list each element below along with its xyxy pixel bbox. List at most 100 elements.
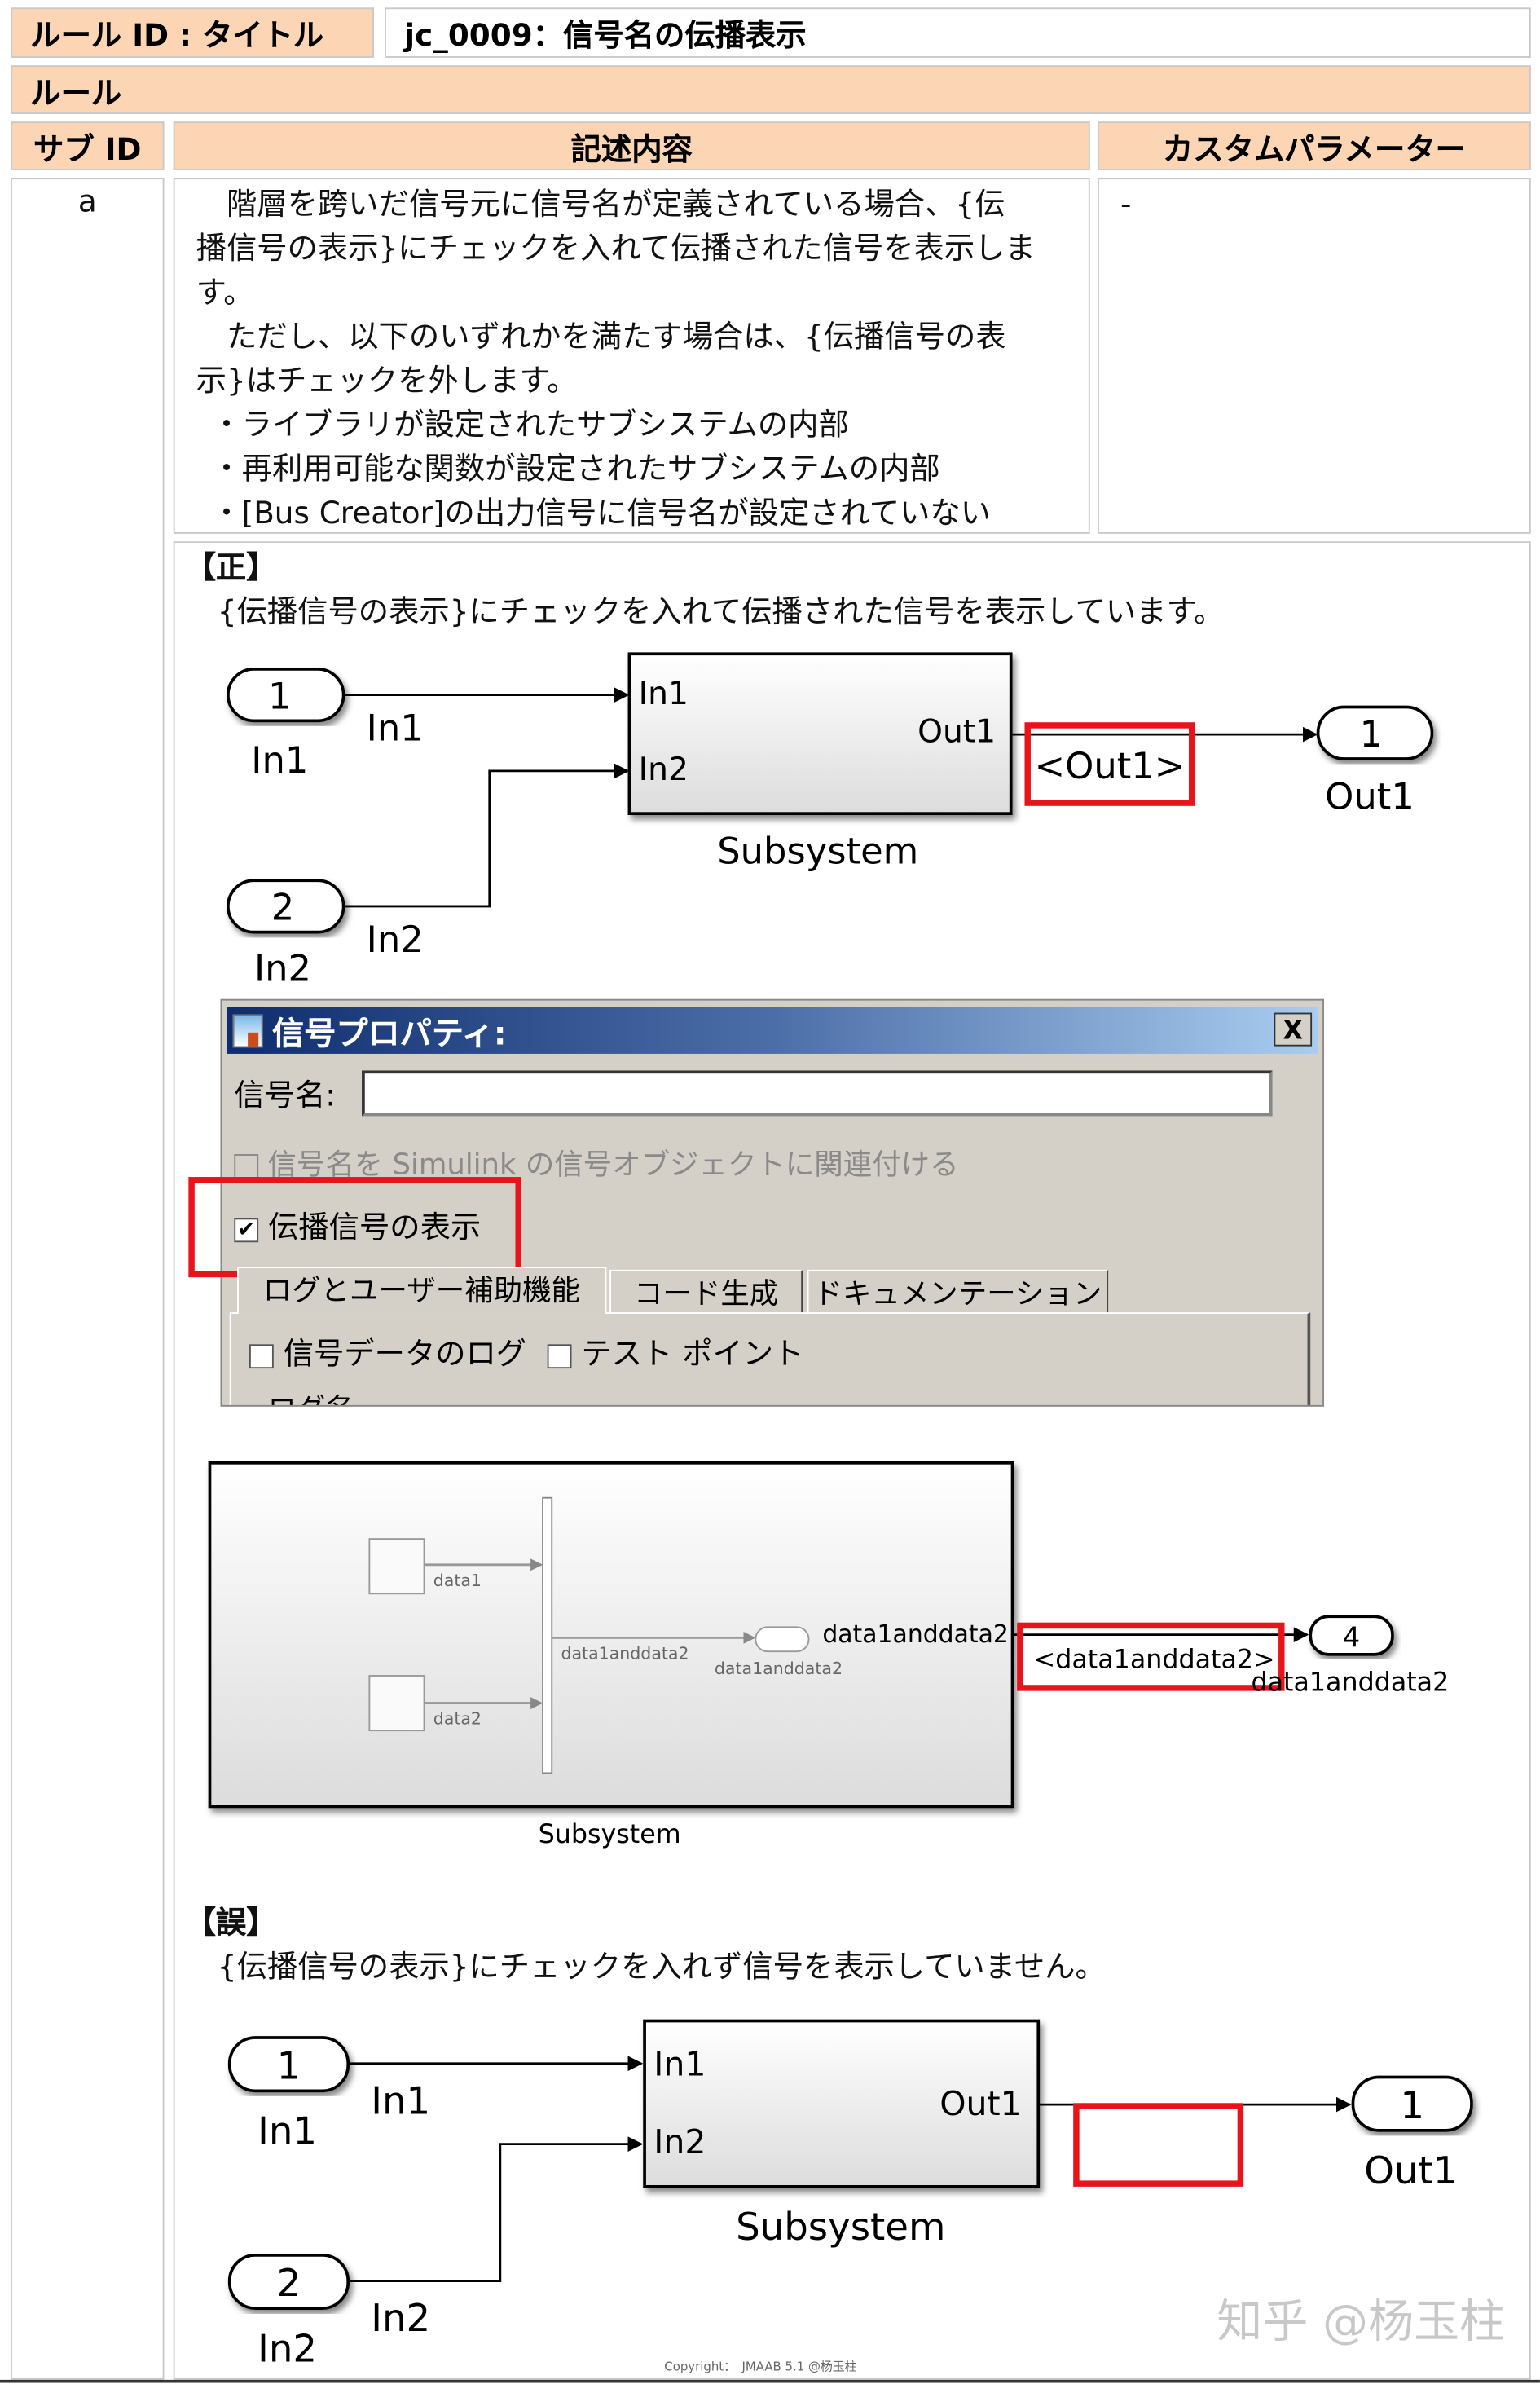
block-port-in2: In2: [639, 751, 689, 788]
description-line: 階層を跨いだ信号元に信号名が定義されている場合、{伝: [196, 185, 1005, 223]
subsystem-name: Subsystem: [717, 830, 918, 873]
resolve-checkbox-label: 信号名を Simulink の信号オブジェクトに関連付ける: [267, 1148, 959, 1182]
inner-outport[interactable]: [755, 1626, 810, 1653]
source-block-data2[interactable]: [368, 1675, 425, 1732]
wrong-model-diagram: 1 In1 In1 2 In2 In2 In1 In2 Out1 Subsyst…: [227, 2019, 1473, 2370]
dialog-title: 信号プロパティ:: [271, 1016, 507, 1053]
bus-signal-label: data1anddata2: [561, 1643, 689, 1663]
signal-label-in1: In1: [367, 707, 424, 750]
log-signal-data-checkbox[interactable]: 信号データのログ: [249, 1329, 526, 1373]
block-port-out1: Out1: [917, 713, 996, 750]
tab-panel: 信号データのログ テスト ポイント ログ名: [229, 1312, 1311, 1405]
signal-label-data1: data1: [433, 1571, 482, 1590]
log-checkbox-label: 信号データのログ: [283, 1335, 527, 1372]
checkmark-icon[interactable]: ✔: [234, 1217, 259, 1242]
bus-creator-block[interactable]: [542, 1496, 553, 1774]
close-button[interactable]: X: [1274, 1012, 1313, 1047]
block-port-in2: In2: [653, 2122, 706, 2161]
signal-label-in1: In1: [371, 2078, 430, 2122]
highlight-box: [1017, 1622, 1285, 1691]
outport-1-name: Out1: [1325, 775, 1415, 818]
description-line: ただし、以下のいずれかを満たす場合は、{伝播信号の表: [196, 317, 1006, 355]
bus-subsystem-diagram: data1 data2 data1anddata2 data1anddata2 …: [208, 1461, 1449, 1849]
inport-1-name: In1: [257, 2109, 317, 2153]
source-block-data1[interactable]: [368, 1538, 425, 1595]
col-header-description: 記述内容: [173, 121, 1090, 170]
log-name-label: ログ名: [267, 1387, 354, 1405]
propagate-checkbox-label: 伝播信号の表示: [268, 1209, 482, 1246]
block-port-out1: Out1: [939, 2084, 1022, 2123]
block-port-label: data1anddata2: [822, 1620, 1009, 1649]
sub-id-cell: a: [11, 178, 165, 2380]
col-header-custom-param: カスタムパラメーター: [1098, 121, 1531, 170]
tab-logging[interactable]: ログとユーザー補助機能: [237, 1267, 607, 1314]
inport-2-name: In2: [254, 946, 311, 989]
description-line: ・ライブラリが設定されたサブシステムの内部: [211, 406, 849, 443]
correct-heading: 【正】: [185, 549, 277, 586]
subsystem-name: Subsystem: [539, 1820, 681, 1849]
inport-2-number: 2: [277, 2261, 301, 2305]
col-header-sub-id: サブ ID: [11, 121, 165, 170]
rule-section-label: ルール: [11, 65, 1531, 114]
correct-model-diagram: 1 In1 In1 2 In2 In2 In1 In2 Out1 Subsyst…: [226, 652, 1434, 989]
copyright-text: Copyright： JMAAB 5.1 @杨玉柱: [664, 2360, 856, 2374]
block-port-in1: In1: [639, 676, 689, 712]
propagated-signal-label: <data1anddata2>: [1034, 1646, 1275, 1675]
inport-1-number: 1: [268, 674, 291, 717]
inner-outport-name: data1anddata2: [715, 1659, 843, 1678]
highlight-box: [1073, 2103, 1244, 2187]
test-point-label: テスト ポイント: [581, 1335, 804, 1372]
inport-1-number: 1: [277, 2043, 301, 2087]
test-point-checkbox[interactable]: テスト ポイント: [547, 1329, 804, 1373]
subsystem-block[interactable]: [627, 652, 1013, 816]
resolve-signal-object-checkbox[interactable]: 信号名を Simulink の信号オブジェクトに関連付ける: [234, 1142, 959, 1183]
simulink-icon: [232, 1014, 263, 1048]
rule-id-label: ルール ID : タイトル: [11, 7, 374, 58]
description-line: 示}はチェックを外します。: [196, 362, 578, 399]
dialog-title-bar: 信号プロパティ: X: [226, 1007, 1318, 1054]
inport-2-name: In2: [257, 2326, 317, 2370]
wrong-heading: 【誤】: [185, 1903, 277, 1941]
outport-4-name: data1anddata2: [1251, 1668, 1449, 1698]
outport-4-number: 4: [1343, 1622, 1360, 1654]
signal-line-in2[interactable]: [343, 763, 630, 908]
outport-1-number: 1: [1400, 2083, 1424, 2127]
highlight-box: [1024, 722, 1195, 806]
signal-label-in2: In2: [371, 2296, 430, 2340]
signal-label-in2: In2: [367, 918, 424, 961]
correct-text: {伝播信号の表示}にチェックを入れて伝播された信号を表示しています。: [217, 593, 1225, 630]
outport-1-name: Out1: [1364, 2148, 1457, 2192]
signal-label-data2: data2: [433, 1709, 482, 1729]
watermark: 知乎 @杨玉柱: [1217, 2296, 1505, 2349]
block-port-in1: In1: [653, 2045, 706, 2084]
signal-properties-dialog: 信号プロパティ: X 信号名: 信号名を Simulink の信号オブジェクトに…: [220, 998, 1325, 1407]
subsystem-name: Subsystem: [736, 2205, 945, 2249]
description-line: ・[Bus Creator]の出力信号に信号名が設定されていない: [211, 494, 992, 531]
inport-2-number: 2: [271, 886, 294, 929]
description-line: 播信号の表示}にチェックを入れて伝播された信号を表示しま: [196, 229, 1036, 267]
wrong-text: {伝播信号の表示}にチェックを入れず信号を表示していません。: [217, 1947, 1106, 1985]
show-propagated-signals-checkbox[interactable]: ✔ 伝播信号の表示: [234, 1203, 481, 1247]
subsystem-block[interactable]: [208, 1461, 1014, 1809]
description-line: ・再利用可能な関数が設定されたサブシステムの内部: [211, 450, 940, 487]
rule-title: jc_0009：信号名の伝播表示: [385, 7, 1531, 58]
outport-1[interactable]: [1351, 2075, 1473, 2132]
tab-code-generation[interactable]: コード生成: [609, 1269, 803, 1314]
custom-param-cell: -: [1098, 178, 1531, 534]
signal-line-in2[interactable]: [348, 2136, 644, 2282]
checkbox-icon[interactable]: [547, 1343, 572, 1368]
outport-4[interactable]: [1309, 1615, 1394, 1656]
inport-1-name: In1: [251, 738, 308, 782]
description-line: す。: [196, 273, 254, 311]
outport-1[interactable]: [1316, 705, 1434, 760]
subsystem-block[interactable]: [643, 2019, 1041, 2188]
signal-name-label: 信号名:: [234, 1076, 336, 1113]
propagated-signal-label: <Out1>: [1035, 744, 1186, 787]
signal-name-input[interactable]: [362, 1070, 1273, 1117]
checkbox-icon[interactable]: [249, 1343, 274, 1368]
outport-1-number: 1: [1360, 712, 1383, 756]
description-cell: 階層を跨いだ信号元に信号名が定義されている場合、{伝 播信号の表示}にチェックを…: [173, 178, 1090, 534]
highlight-box: [188, 1177, 521, 1278]
